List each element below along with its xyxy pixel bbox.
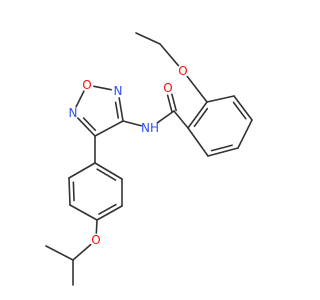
bond-c_carbonyl-o_carbonyl-b — [166, 94, 173, 113]
atom-label-o_carbonyl: O — [163, 81, 172, 95]
bond-ch2_et-o_ethoxy — [159, 43, 180, 67]
bond-c_carbonyl-n_amide — [156, 110, 175, 124]
bond-b4-b5-a — [207, 147, 239, 157]
atom-label-n_amide: NH — [141, 121, 159, 135]
bond-b6-b1-a — [187, 101, 208, 129]
bond-o_ethoxy-b1 — [186, 75, 208, 103]
bond-c4-c3 — [94, 120, 124, 137]
atom-label-o_isopropoxy: O — [91, 233, 100, 247]
atom-label-o_ring: O — [82, 78, 91, 92]
bond-b2-b3-a — [233, 95, 253, 121]
bond-b1-b2 — [206, 95, 235, 103]
bond-n5_ring-c4-b — [82, 117, 97, 132]
bond-o_isopropoxy-ch_iso — [72, 243, 92, 261]
bond-p5-p6-b — [72, 181, 75, 202]
bond-b6-c_carbonyl — [173, 110, 189, 129]
bond-c_carbonyl-o_carbonyl-a — [171, 93, 177, 112]
bond-b5-b6 — [187, 127, 209, 157]
bond-ch_iso-ch3_iso_a — [45, 245, 74, 261]
bond-p5-p6-a — [68, 177, 71, 206]
bond-p3-p4-b — [98, 203, 117, 215]
bond-c3-n3_ring-a — [118, 97, 124, 122]
bond-b6-b1-b — [193, 107, 209, 128]
bond-p4-p5 — [69, 204, 98, 221]
bond-n3_ring-o_ring — [93, 85, 112, 91]
bond-b3-b4 — [237, 119, 253, 149]
atom-label-o_ethoxy: O — [178, 64, 187, 78]
bond-c3-n3_ring-b — [114, 101, 120, 119]
bond-p1-p2-b — [96, 168, 117, 181]
bond-p3-p4-a — [96, 205, 123, 221]
bond-n_amide-c3 — [122, 120, 143, 127]
bond-p1-p2-a — [94, 162, 123, 180]
bond-o_ring-n5_ring — [75, 90, 85, 108]
bond-ch3_et-ch2_et — [135, 32, 161, 45]
bond-n5_ring-c4-a — [77, 117, 96, 137]
bond-p4-o_isopropoxy — [95, 219, 98, 234]
atom-label-n3_ring: N — [114, 84, 123, 98]
bond-b4-b5-b — [210, 144, 233, 152]
atom-label-n5_ring: N — [69, 106, 78, 120]
bond-p6-p1 — [68, 162, 96, 179]
bond-b2-b3-b — [232, 101, 247, 120]
